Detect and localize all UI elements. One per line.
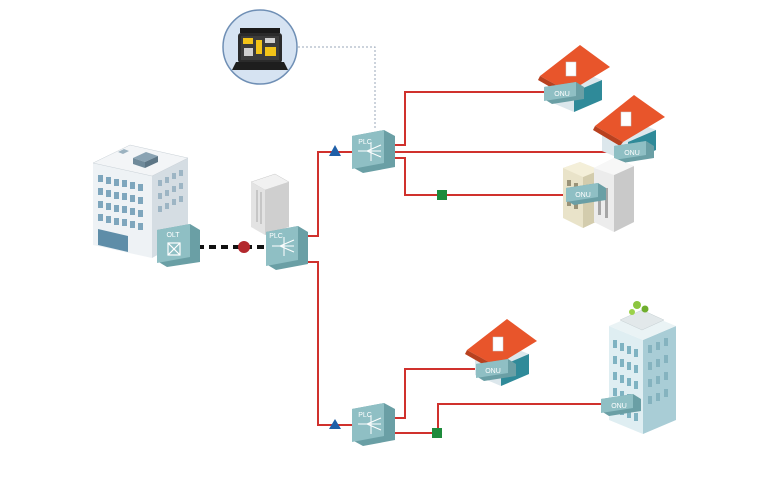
top-plc-to-house-1-link [394,91,545,146]
switch-icon [167,242,181,256]
top-plc-to-apartments-link [394,157,570,196]
triangle-marker-bottom [329,419,341,429]
plc-bottom-label: PLC [358,412,372,419]
fiber-links [197,91,612,434]
square-marker-top [437,190,447,200]
bottom-plc-to-tower-link [394,403,605,434]
connector-circle-marker [238,241,250,253]
main-to-bottom-plc-link [306,261,355,426]
triangle-marker-top [329,145,341,156]
onu-house-2-label: ONU [624,150,640,157]
square-marker-bottom [432,428,442,438]
onu-device: ONU [614,141,654,163]
plc-splitter-main: PLC [266,226,308,270]
plc-top-label: PLC [358,139,372,146]
server-cabinet-icon [250,173,290,235]
olt-device: OLT [157,224,200,267]
onu-tower-label: ONU [611,403,627,410]
olt-label: OLT [166,232,180,239]
bottom-plc-to-house-3-link [394,368,478,419]
onu-device: ONU [544,82,584,104]
central-office-building-icon [92,144,189,258]
onu-house-3-label: ONU [485,368,501,375]
main-to-top-plc-link [306,151,355,237]
tool-case-icon [222,9,298,85]
onu-device: ONU [476,359,516,381]
plc-splitter-top: PLC [352,130,395,173]
plc-splitter-bottom: PLC [352,403,395,446]
tool-case-connector [298,46,376,130]
onu-apartments-label: ONU [575,192,591,199]
plc-main-label: PLC [269,233,283,240]
onu-house-1-label: ONU [554,91,570,98]
onu-device: ONU [601,394,641,416]
onu-device: ONU [566,183,606,205]
